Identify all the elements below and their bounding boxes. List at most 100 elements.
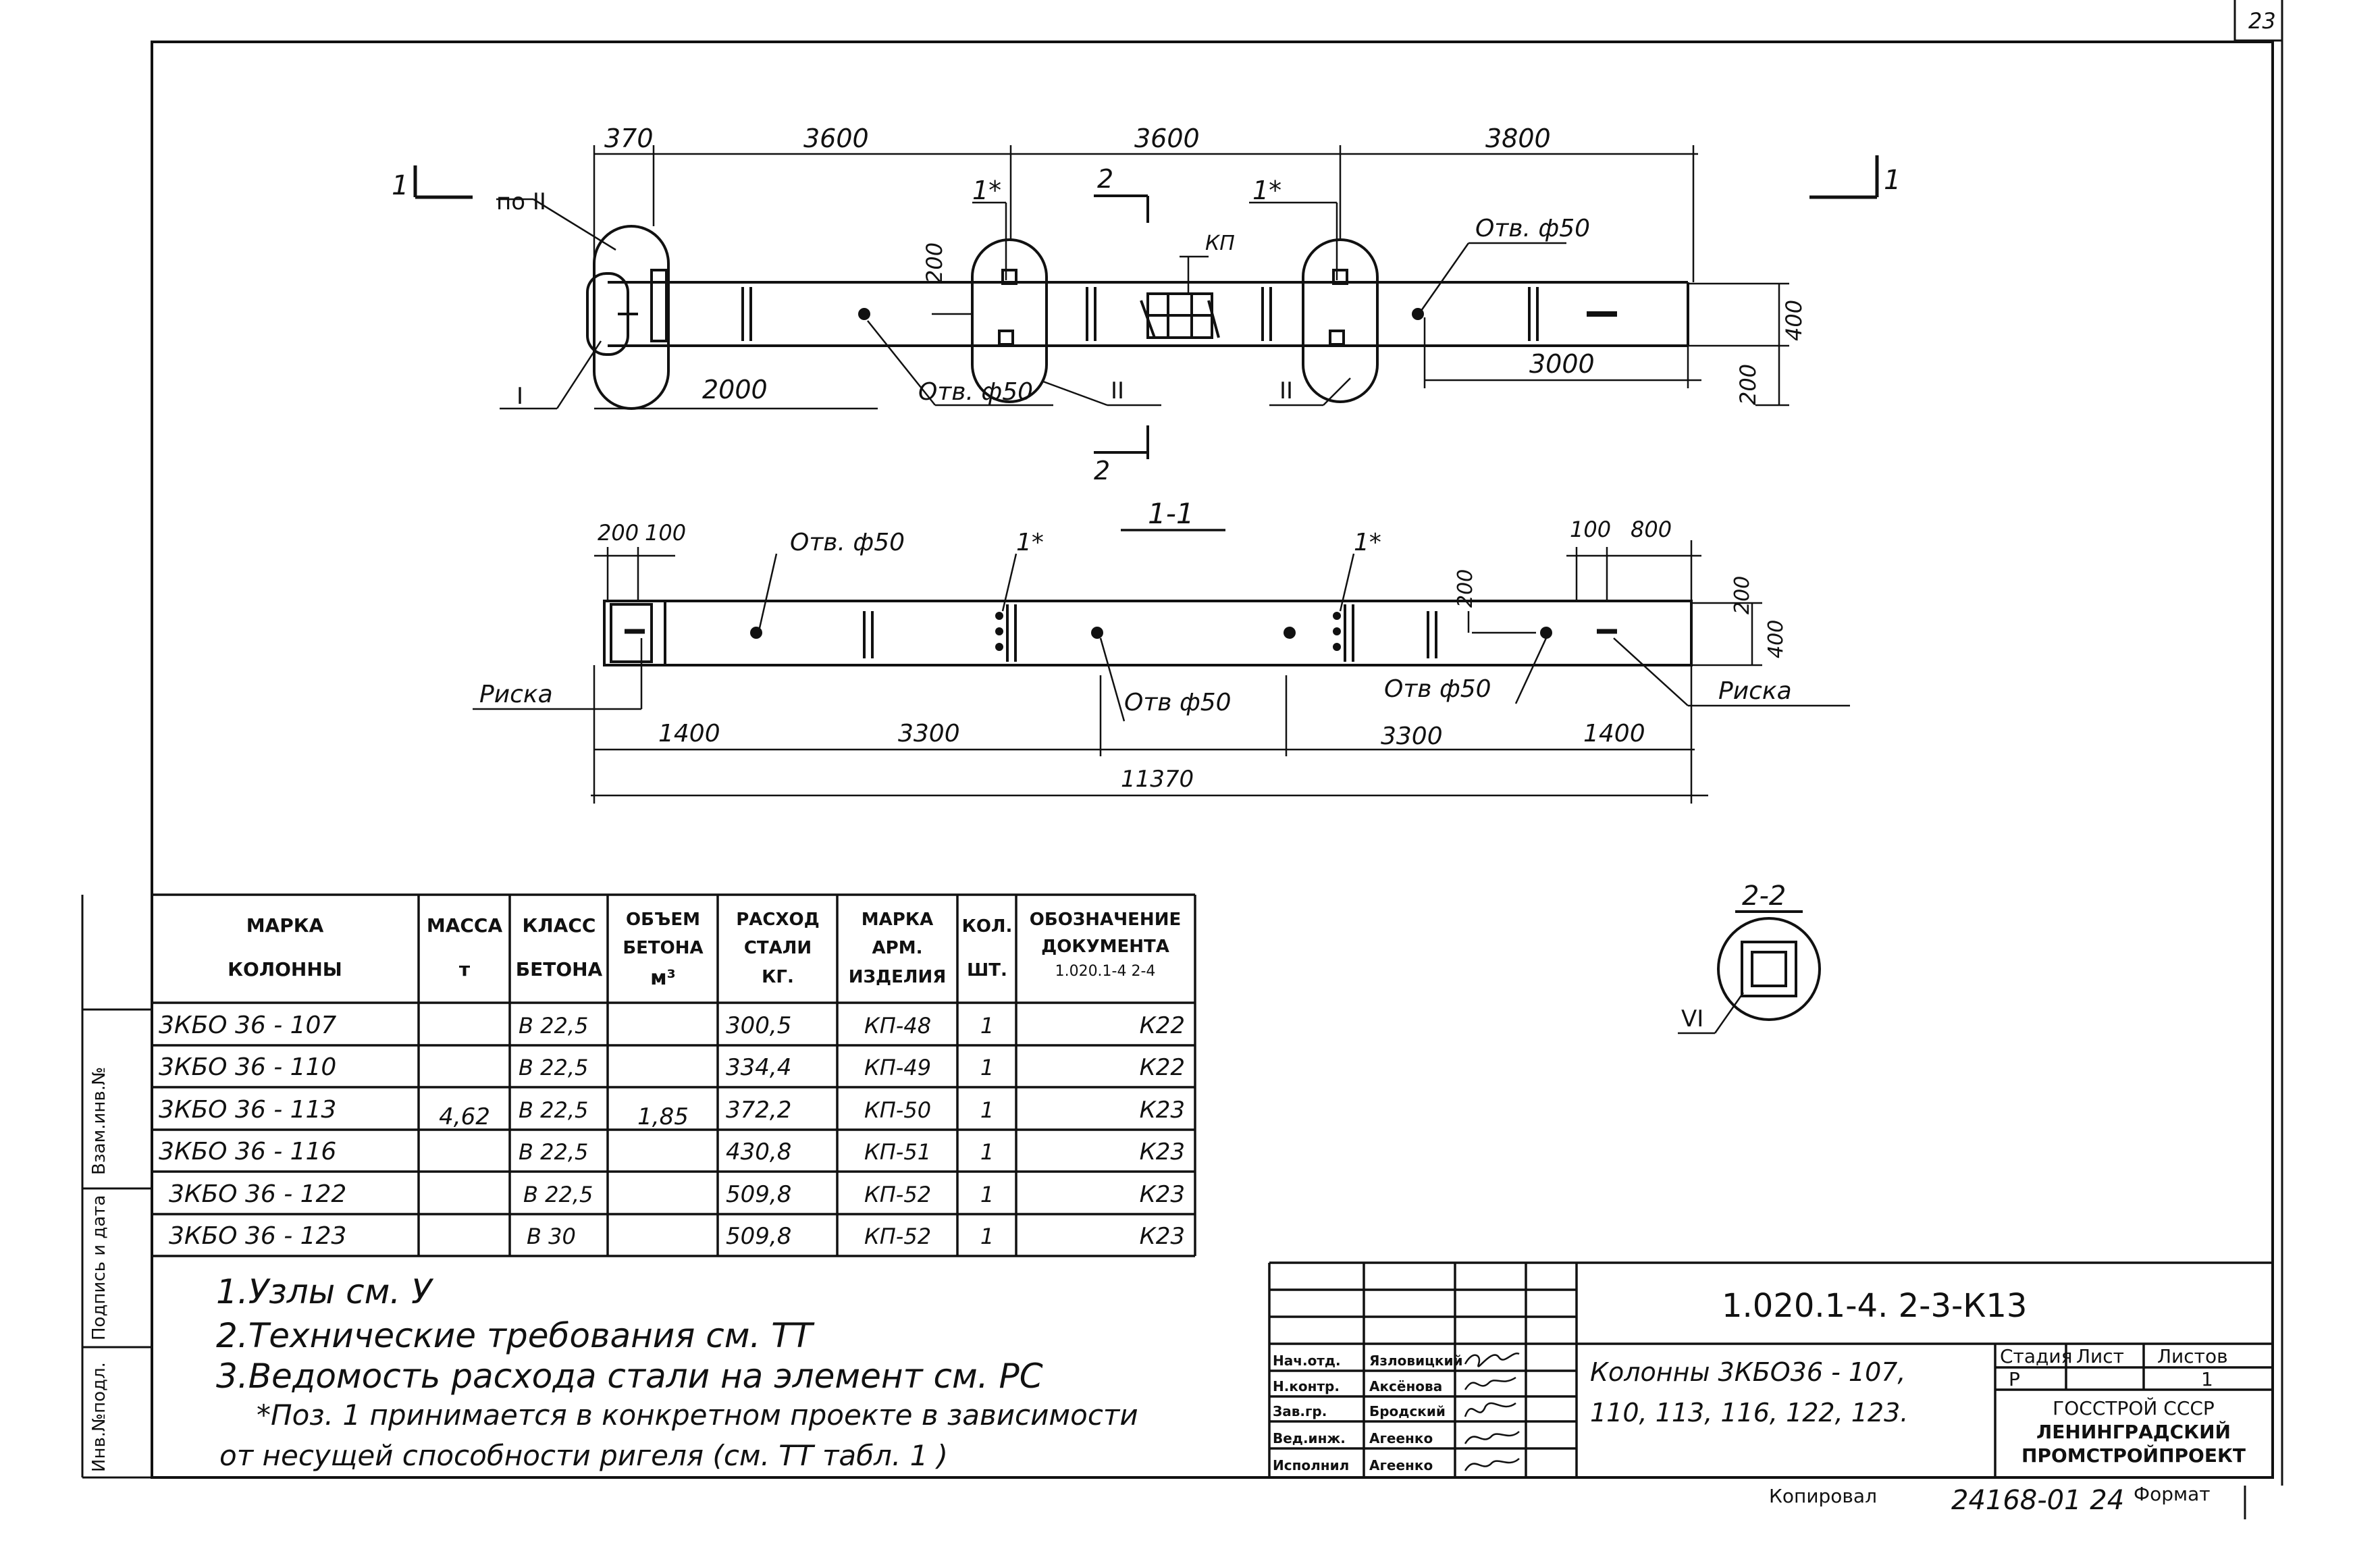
cell-doc: К23 — [1140, 1097, 1185, 1124]
table-row: 3КБО 36 - 107 В 22,5 300,5 КП-48 1 К22 — [159, 1012, 1185, 1039]
th-mark-1: МАРКА — [246, 914, 324, 937]
cell-mark: 3КБО 36 - 107 — [159, 1012, 336, 1039]
dim-v-200-a: 200 — [922, 242, 947, 284]
doc-serial: 24168-01 24 — [1951, 1485, 2124, 1516]
cell-qty: 1 — [980, 1013, 994, 1039]
dim-370: 370 — [604, 124, 654, 153]
risk-label-left: Риска — [479, 681, 553, 708]
th-class-1: КЛАСС — [523, 914, 596, 937]
dim-2000: 2000 — [702, 375, 768, 404]
dim-100-right: 100 — [1570, 517, 1611, 542]
org-line-3: ПРОМСТРОЙПРОЕКТ — [2021, 1444, 2246, 1467]
section-title-1-1: 1-1 — [1148, 497, 1194, 530]
cell-mark: 3КБО 36 - 113 — [159, 1096, 336, 1124]
copied-label: Копировал — [1769, 1485, 1877, 1507]
hole-label-b: Отв. ф50 — [1475, 215, 1590, 242]
cross-section-2-2: 2-2 VI — [1678, 881, 1821, 1035]
stage-header: Стадия — [2000, 1345, 2072, 1367]
role-3: Зав.гр. — [1273, 1403, 1327, 1419]
cell-mark: 3КБО 36 - 122 — [169, 1180, 346, 1208]
cell-mark: 3КБО 36 - 116 — [159, 1138, 336, 1166]
name-2: Аксёнова — [1369, 1378, 1442, 1394]
cell-doc: К22 — [1140, 1012, 1185, 1039]
dim-200-left: 200 — [598, 520, 639, 546]
cell-volume-merged: 1,85 — [637, 1103, 689, 1130]
cell-mark: 3КБО 36 - 110 — [159, 1053, 336, 1081]
name-4: Агеенко — [1369, 1430, 1433, 1446]
name-1: Язловицкий — [1369, 1353, 1463, 1369]
plan-view: 1 1 370 3600 3600 3800 по II 1* 1* I II … — [392, 124, 1901, 486]
dim-3300-left: 3300 — [898, 720, 960, 748]
th-volume-2: БЕТОНА — [623, 938, 703, 958]
th-volume-1: ОБЪЕМ — [626, 910, 700, 930]
node-label-ii-b: II — [1279, 377, 1293, 404]
cell-doc: К22 — [1140, 1054, 1185, 1081]
th-mark-2: КОЛОННЫ — [228, 958, 342, 980]
cell-qty: 1 — [980, 1139, 994, 1165]
cell-class: В 22,5 — [519, 1097, 588, 1123]
cell-class: В 30 — [527, 1224, 576, 1249]
dim-3300-right: 3300 — [1381, 723, 1443, 750]
note-2: 2.Технические требования см. ТТ — [216, 1316, 815, 1355]
cell-steel: 430,8 — [726, 1138, 791, 1166]
hole-label-section-a: Отв. ф50 — [790, 529, 905, 556]
cell-item: КП-52 — [864, 1224, 931, 1249]
hole-label-section-c: Отв ф50 — [1384, 675, 1491, 703]
cell-steel: 509,8 — [726, 1181, 791, 1208]
th-item-1: МАРКА — [862, 910, 933, 930]
section-mark-right: 1 — [1884, 165, 1901, 196]
node-label-po-ii: по II — [496, 188, 546, 215]
cell-mark: 3КБО 36 - 123 — [169, 1222, 346, 1250]
role-5: Исполнил — [1273, 1457, 1349, 1473]
cell-item: КП-50 — [864, 1097, 931, 1123]
org-line-1: ГОССТРОЙ СССР — [2053, 1396, 2215, 1419]
th-mass-1: МАССА — [427, 914, 503, 937]
note-1: 1.Узлы см. У — [216, 1272, 434, 1311]
th-item-2: АРМ. — [872, 938, 923, 958]
cell-class: В 22,5 — [523, 1182, 593, 1207]
mark-1star-b: 1* — [1354, 529, 1381, 556]
table-row: 3КБО 36 - 122 В 22,5 509,8 КП-52 1 К23 — [169, 1180, 1185, 1208]
stage-value: Р — [2009, 1368, 2020, 1390]
sheet-header: Лист — [2076, 1345, 2124, 1367]
note-3: 3.Ведомость расхода стали на элемент см.… — [216, 1357, 1043, 1396]
dim-800-right: 800 — [1631, 517, 1672, 542]
cell-doc: К23 — [1140, 1223, 1185, 1250]
th-doc-2: ДОКУМЕНТА — [1041, 937, 1169, 957]
cell-steel: 300,5 — [726, 1012, 791, 1039]
sheets-value: 1 — [2201, 1368, 2213, 1390]
role-2: Н.контр. — [1273, 1378, 1340, 1394]
table-row: 3КБО 36 - 123 В 30 509,8 КП-52 1 К23 — [169, 1222, 1185, 1250]
note-4: *Поз. 1 принимается в конкретном проекте… — [257, 1398, 1138, 1432]
section2-bottom: 2 — [1094, 456, 1110, 486]
doc-code: 1.020.1-4. 2-3-К13 — [1722, 1287, 2027, 1325]
side-stamp-inv: Инв.№подл. — [89, 1362, 109, 1472]
cell-steel: 509,8 — [726, 1223, 791, 1250]
dim-v-200-b: 200 — [1735, 364, 1761, 405]
th-qty-1: КОЛ. — [962, 916, 1013, 937]
th-doc-1: ОБОЗНАЧЕНИЕ — [1030, 910, 1181, 930]
side-stamp-replace: Взам.инв.№ — [89, 1067, 109, 1175]
cell-item: КП-52 — [864, 1182, 931, 1207]
hole-label-a: Отв. ф50 — [918, 378, 1033, 406]
cell-steel: 334,4 — [726, 1054, 791, 1081]
th-item-3: ИЗДЕЛИЯ — [849, 967, 947, 987]
th-steel-2: СТАЛИ — [744, 938, 812, 958]
section-title-2-2: 2-2 — [1742, 881, 1786, 912]
description-2: 110, 113, 116, 122, 123. — [1590, 1398, 1908, 1428]
th-steel-3: КГ. — [762, 967, 794, 987]
th-class-2: БЕТОНА — [516, 958, 603, 980]
format-label: Формат — [2134, 1483, 2211, 1505]
cell-doc: К23 — [1140, 1181, 1185, 1208]
cell-class: В 22,5 — [519, 1013, 588, 1039]
th-steel-1: РАСХОД — [736, 910, 820, 930]
cell-class: В 22,5 — [519, 1139, 588, 1165]
hole-label-section-b: Отв ф50 — [1124, 689, 1232, 716]
role-1: Нач.отд. — [1273, 1353, 1341, 1369]
side-stamp-sign: Подпись и дата — [89, 1195, 109, 1340]
spec-table: МАРКА КОЛОННЫ МАССА т КЛАСС БЕТОНА ОБЪЕМ… — [152, 893, 1196, 1257]
section2-top: 2 — [1097, 164, 1113, 194]
node-label-vi: VI — [1681, 1005, 1703, 1032]
cell-item: КП-48 — [864, 1013, 931, 1039]
